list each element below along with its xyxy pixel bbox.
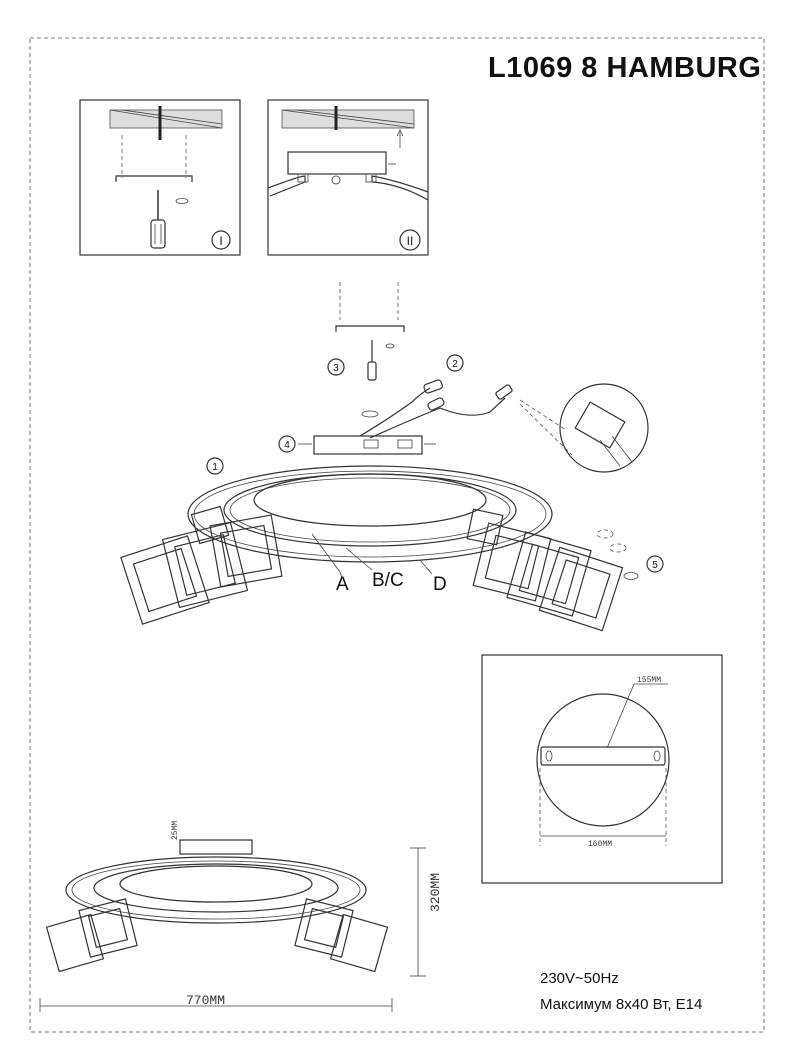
step-2-label: 2 xyxy=(452,359,458,370)
canopy-bracket-plate xyxy=(540,746,666,766)
canopy-dimension-panel: 155MM 160MM xyxy=(481,654,723,884)
elevation-right-shades xyxy=(294,898,389,973)
screwdriver-icon xyxy=(150,190,166,249)
step-ii-label: II xyxy=(407,234,414,248)
supply-wire xyxy=(359,387,431,437)
terminal-block xyxy=(574,401,626,449)
exploded-view: 3 2 4 1 xyxy=(120,282,664,632)
canopy xyxy=(287,151,387,175)
side-elevation: 25MM 320MM 770MM xyxy=(39,821,443,1012)
step-4-label: 4 xyxy=(284,440,290,451)
canopy-diameter-top: 155MM xyxy=(637,676,661,685)
overall-height-dim: 320MM xyxy=(428,873,443,912)
part-d-label: D xyxy=(433,574,447,595)
mounting-bracket xyxy=(115,175,193,182)
panel-step-i: I xyxy=(79,99,241,256)
panel-step-ii: II xyxy=(267,99,429,256)
bulb-icon xyxy=(596,529,614,539)
right-shades xyxy=(466,508,624,632)
max-power-spec: Максимум 8x40 Вт, E14 xyxy=(540,996,703,1013)
canopy-diameter-bottom: 160MM xyxy=(588,840,612,849)
step-5-label: 5 xyxy=(652,560,658,571)
screwdriver-small-icon xyxy=(367,340,377,381)
part-bc-label: B/C xyxy=(372,570,404,591)
step-3-label: 3 xyxy=(333,363,339,374)
step-1-label: 1 xyxy=(212,462,218,473)
elevation-canopy xyxy=(179,839,253,855)
terminal-detail xyxy=(559,383,649,473)
part-a-label: A xyxy=(336,574,349,595)
canopy-main xyxy=(313,435,423,455)
step-ii-badge xyxy=(399,229,421,251)
canopy-height-dim: 25MM xyxy=(171,821,180,840)
left-shades xyxy=(120,505,283,625)
model-title: L1069 8 HAMBURG xyxy=(488,52,762,84)
sheet-border xyxy=(29,37,765,1033)
elevation-left-shades xyxy=(45,898,138,973)
ring-bc xyxy=(223,473,517,547)
overall-width-dim: 770MM xyxy=(186,993,225,1008)
voltage-spec: 230V~50Hz xyxy=(540,970,619,987)
ring-a xyxy=(253,473,487,527)
ring-d xyxy=(187,465,553,563)
step-i-badge xyxy=(211,230,231,250)
canopy-outline xyxy=(536,693,670,827)
step-i-label: I xyxy=(219,234,222,248)
